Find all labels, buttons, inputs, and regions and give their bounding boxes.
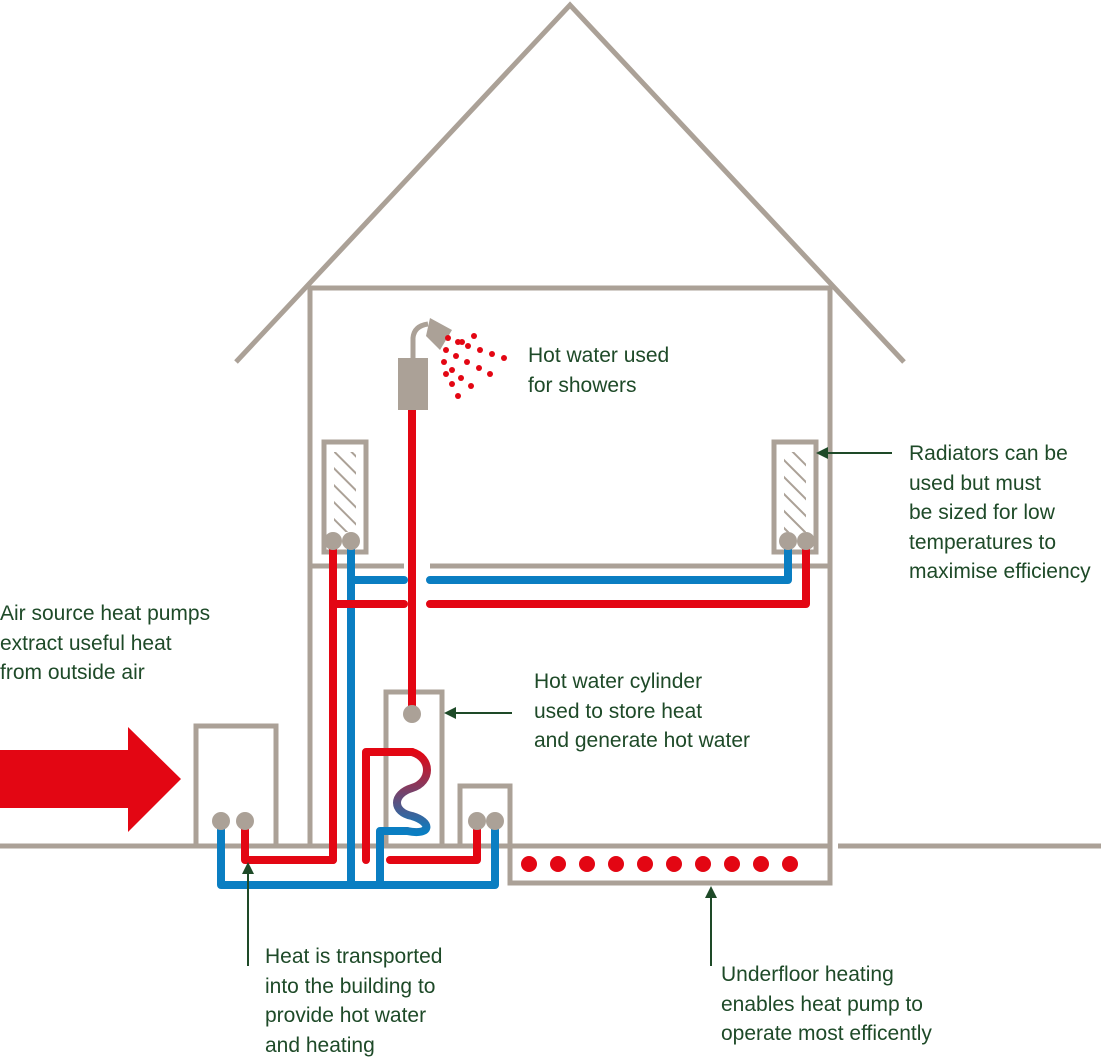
caption-line: temperatures to (909, 528, 1091, 558)
caption-line: used but must (909, 469, 1091, 499)
roof (236, 5, 904, 362)
cold-pipe-upper-run-right (430, 543, 788, 580)
shower-spray (441, 333, 507, 399)
caption-line: Hot water used (528, 341, 669, 371)
radiator-icon (334, 452, 356, 532)
caption-line: Air source heat pumps (0, 599, 210, 629)
cold-pipe-heat-pump (221, 823, 495, 885)
cylinder-coil (397, 752, 427, 832)
hot-pipe-heat-pump (245, 823, 333, 860)
heat-pump-unit (196, 726, 276, 846)
caption-line: and heating (265, 1031, 442, 1060)
caption-line: maximise efficiency (909, 557, 1091, 587)
arrow-to-cylinder (444, 707, 512, 719)
caption-line: Hot water cylinder (534, 667, 750, 697)
caption-line: into the building to (265, 972, 442, 1002)
caption-line: and generate hot water (534, 726, 750, 756)
arrow-to-underfloor (705, 886, 717, 966)
caption-cylinder: Hot water cylinder used to store heat an… (534, 667, 750, 756)
caption-line: be sized for low (909, 498, 1091, 528)
caption-radiators: Radiators can be used but must be sized … (909, 439, 1091, 587)
caption-line: used to store heat (534, 697, 750, 727)
caption-line: Underfloor heating (721, 960, 932, 990)
caption-line: operate most efficently (721, 1019, 932, 1049)
caption-line: provide hot water (265, 1001, 442, 1031)
caption-line: Radiators can be (909, 439, 1091, 469)
caption-line: from outside air (0, 658, 210, 688)
caption-underfloor: Underfloor heating enables heat pump to … (721, 960, 932, 1049)
caption-line: enables heat pump to (721, 990, 932, 1020)
caption-shower: Hot water used for showers (528, 341, 669, 400)
arrow-to-radiator (816, 447, 892, 459)
air-flow-arrow-icon (0, 727, 181, 832)
caption-transport: Heat is transported into the building to… (265, 942, 442, 1060)
caption-line: extract useful heat (0, 629, 210, 659)
caption-air-source: Air source heat pumps extract useful hea… (0, 599, 210, 688)
caption-line: Heat is transported (265, 942, 442, 972)
hot-pipe-upper-run-right (430, 543, 806, 604)
underfloor-heating-icon (521, 856, 817, 872)
arrow-to-pipes (242, 862, 254, 966)
caption-line: for showers (528, 371, 669, 401)
radiator-icon (784, 452, 806, 532)
manifold-box (460, 786, 510, 846)
